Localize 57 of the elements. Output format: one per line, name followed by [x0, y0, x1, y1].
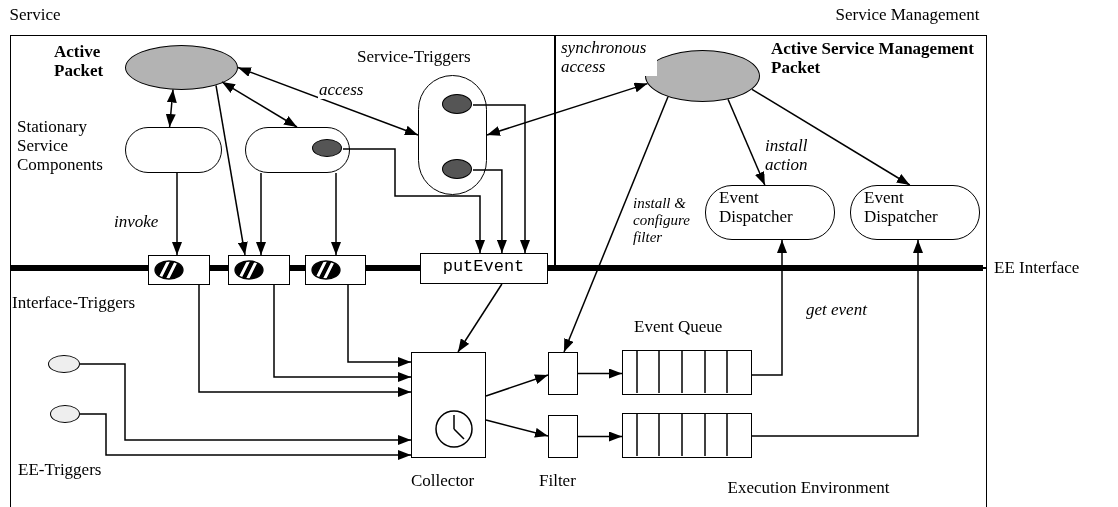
arrow: [331, 172, 341, 256]
component-label: Event Queue: [634, 317, 724, 337]
trigger-oval: [49, 404, 80, 423]
filter-box: [547, 351, 578, 395]
arrow: [165, 88, 177, 128]
label-text: EE Interface: [994, 258, 1080, 278]
method-name: putEvent: [441, 256, 526, 276]
component-label: Service-Triggers: [357, 47, 472, 67]
arrow: [172, 172, 182, 256]
arrow: [485, 374, 549, 397]
arrow: [486, 82, 649, 136]
arrow: [79, 363, 412, 445]
event-queue: [621, 412, 752, 458]
arrow: [256, 172, 266, 256]
component-label: Collector: [411, 471, 476, 491]
trigger-oval: [312, 139, 342, 157]
component-label: Filter: [539, 471, 577, 491]
interface-trigger-box: [148, 255, 210, 285]
arrow: [79, 413, 412, 460]
region-title: Service: [9, 4, 62, 24]
dispatcher-capsule: [704, 184, 835, 240]
arrow: [485, 419, 549, 438]
arrow: [237, 66, 419, 136]
arrow: [751, 239, 923, 437]
arrow: [727, 98, 766, 186]
region-title: Execution Environment: [727, 477, 891, 497]
arrow: [577, 431, 623, 442]
dispatcher-capsule: [849, 184, 980, 240]
arrow: [472, 169, 507, 254]
arrow: [751, 239, 787, 376]
interface-trigger-box: [228, 255, 290, 285]
packet-label: Active Service Management Packet: [771, 39, 975, 78]
region-title: Service Management: [834, 4, 980, 24]
arrow: [342, 148, 485, 254]
arrow: [577, 368, 623, 379]
packet-label: Active Packet: [54, 42, 105, 81]
interface-trigger-box: [305, 255, 366, 285]
arrow: [198, 284, 412, 397]
arrow: [457, 283, 503, 353]
trigger-oval: [442, 159, 472, 179]
label-text: Interface-Triggers: [12, 293, 136, 313]
component-label: Stationary Service Components: [17, 117, 104, 175]
dispatcher-label: Event Dispatcher: [864, 188, 939, 227]
arrow: [215, 84, 248, 256]
arrow: [273, 284, 412, 382]
trigger-oval: [47, 354, 80, 373]
arrow: [221, 81, 298, 128]
edge-label: synchronous access: [560, 38, 657, 77]
arrow: [472, 104, 530, 254]
component-capsule: [244, 126, 350, 173]
arrow: [751, 88, 911, 186]
trigger-oval: [442, 94, 472, 114]
arrow: [563, 96, 669, 353]
label-text: EE-Triggers: [18, 460, 102, 480]
dispatcher-label: Event Dispatcher: [719, 188, 794, 227]
method-box: [420, 253, 548, 284]
arrow: [347, 284, 412, 367]
